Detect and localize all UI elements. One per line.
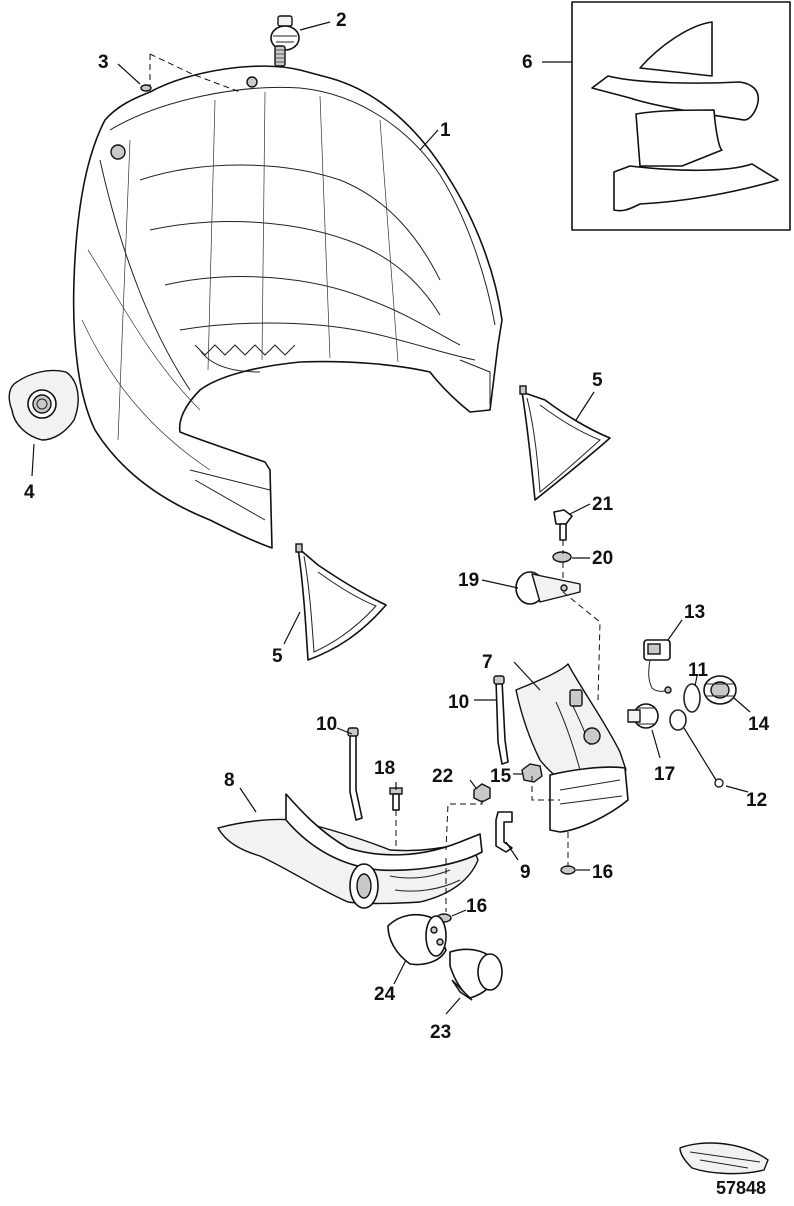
callout-3: 3	[98, 52, 109, 73]
sleeve-23	[449, 948, 503, 1001]
nut-22	[473, 783, 491, 803]
callout-7: 7	[482, 652, 493, 673]
callout-14: 14	[748, 714, 770, 735]
callout-6: 6	[522, 52, 533, 73]
callout-24: 24	[374, 984, 396, 1005]
callout-5-upper: 5	[592, 370, 603, 391]
leader-lines	[31, 21, 751, 1015]
seal-upper	[519, 385, 611, 501]
lower-cowl-front	[217, 793, 483, 909]
clip-9	[495, 811, 513, 853]
callout-10-upper: 10	[448, 692, 469, 713]
rod-lower	[347, 727, 363, 821]
rod-upper	[493, 675, 509, 765]
decal-set-box	[571, 1, 791, 231]
nut-15	[521, 763, 543, 783]
callout-16-left: 16	[466, 896, 487, 917]
callout-15: 15	[490, 766, 512, 787]
callout-4: 4	[24, 482, 35, 503]
callout-13: 13	[684, 602, 705, 623]
latch-knob	[270, 15, 300, 67]
connector-13	[643, 639, 672, 694]
callout-19: 19	[458, 570, 479, 591]
callout-5-lower: 5	[272, 646, 283, 667]
grommet-plate	[8, 369, 79, 441]
callout-22: 22	[432, 766, 453, 787]
callouts: 1 2 3 4 5 5 6 7 8 9 10 10 11 12 13 14 15…	[24, 10, 770, 1198]
washer-16-right	[560, 865, 576, 875]
callout-21: 21	[592, 494, 614, 515]
callout-1: 1	[440, 120, 451, 141]
callout-11: 11	[688, 660, 709, 681]
tether-12	[669, 709, 724, 788]
bolt-21	[553, 509, 573, 541]
screw-18	[389, 787, 403, 811]
seal-lower	[295, 543, 387, 661]
callout-2: 2	[336, 10, 347, 31]
cap-24	[387, 913, 447, 966]
callout-17: 17	[654, 764, 675, 785]
figure-number: 57848	[716, 1178, 766, 1198]
top-cowl	[72, 65, 503, 549]
callout-8: 8	[224, 770, 235, 791]
washer-20	[552, 551, 572, 563]
assembly-lines	[149, 53, 601, 912]
o-ring-11	[683, 683, 701, 713]
bushing-17	[627, 703, 659, 729]
callout-10-lower: 10	[316, 714, 337, 735]
outboard-thumbnail	[679, 1142, 769, 1175]
callout-9: 9	[520, 862, 531, 883]
fitting-14	[703, 675, 737, 705]
callout-23: 23	[430, 1022, 451, 1043]
washer-3	[140, 84, 152, 92]
callout-18: 18	[374, 758, 395, 779]
callout-16-right: 16	[592, 862, 613, 883]
clamp-19	[515, 571, 581, 605]
callout-20: 20	[592, 548, 613, 569]
callout-12: 12	[746, 790, 767, 811]
lower-cowl-side	[515, 663, 629, 833]
